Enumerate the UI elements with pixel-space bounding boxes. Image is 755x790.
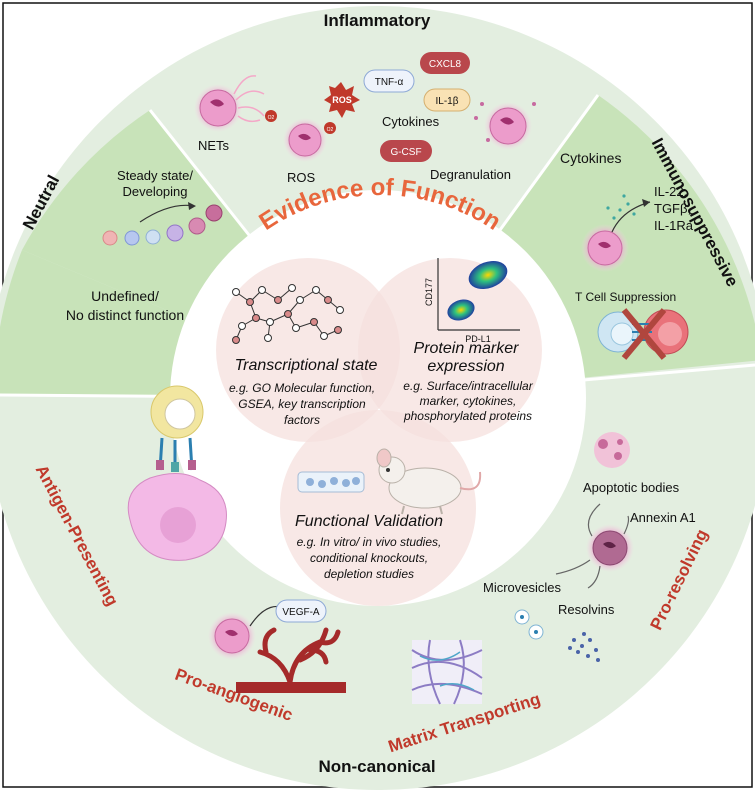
undefined-line1: Undefined/ xyxy=(91,288,159,304)
transcriptional-title: Transcriptional state xyxy=(235,357,378,374)
venn-functional xyxy=(280,410,476,606)
resolvins-illustration xyxy=(568,632,600,662)
annexin-label: Annexin A1 xyxy=(630,510,696,525)
flow-population-low xyxy=(447,299,475,321)
apoptotic-bodies-label: Apoptotic bodies xyxy=(583,480,680,495)
transcriptional-line3: factors xyxy=(284,413,320,427)
label-inflammatory: Inflammatory xyxy=(324,11,431,30)
immuno-cytokines-label: Cytokines xyxy=(560,150,621,166)
cxcl8-label: CXCL8 xyxy=(429,59,462,70)
pro-resolving-cell xyxy=(555,503,634,589)
protein-line2: marker, cytokines, xyxy=(420,394,517,408)
venn-protein xyxy=(358,258,542,442)
label-non-canonical: Non-canonical xyxy=(318,757,435,776)
o2-label-b: O2 xyxy=(327,127,334,133)
venn-diagram xyxy=(216,258,542,606)
flow-cytometry-plot xyxy=(437,258,520,331)
antigen-presenting-illustration xyxy=(127,385,227,561)
flow-population-high xyxy=(468,260,508,290)
transcriptional-line2: GSEA, key transcription xyxy=(238,397,366,411)
il1b-label: IL-1β xyxy=(436,96,459,107)
degranulation-label: Degranulation xyxy=(430,167,511,182)
nets-illustration xyxy=(194,75,265,132)
ros-label: ROS xyxy=(287,170,316,185)
steady-state-line2: Developing xyxy=(122,184,187,199)
tnf-pill xyxy=(363,69,415,93)
tnf-label: TNF-α xyxy=(375,77,404,88)
matrix-illustration xyxy=(411,639,483,705)
gcsf-pill xyxy=(380,140,432,162)
immuno-cell xyxy=(581,194,651,272)
pro-angiogenic-illustration xyxy=(208,605,346,693)
protein-line1: e.g. Surface/intracellular xyxy=(403,379,533,393)
flow-ylabel: CD177 xyxy=(424,278,434,306)
cytokines-label: Cytokines xyxy=(382,114,440,129)
t-cell-suppression-illustration xyxy=(597,308,689,360)
developing-cells xyxy=(102,204,223,246)
vegf-pill xyxy=(275,599,327,623)
cxcl8-pill xyxy=(420,52,470,74)
petri-dish-illustration xyxy=(297,471,365,493)
functional-line2: conditional knockouts, xyxy=(310,551,428,565)
il22-label: IL-22, xyxy=(654,184,687,199)
nets-label: NETs xyxy=(198,138,230,153)
gcsf-label: G-CSF xyxy=(390,147,421,158)
vegf-label: VEGF-A xyxy=(282,607,320,618)
il1b-pill xyxy=(423,88,471,112)
venn-transcriptional xyxy=(216,258,400,442)
o2-label-a: O2 xyxy=(268,115,275,121)
tgfb-label: TGFβ, xyxy=(654,201,691,216)
resolvins-label: Resolvins xyxy=(558,602,615,617)
protein-title-1: Protein marker xyxy=(414,340,520,357)
microvesicles-label: Microvesicles xyxy=(483,580,562,595)
network-nodes xyxy=(232,284,344,344)
transcriptional-line1: e.g. GO Molecular function, xyxy=(229,381,375,395)
protein-title-2: expression xyxy=(427,358,504,375)
degranulation-illustration xyxy=(474,102,536,150)
il1ra-label: IL-1Ra xyxy=(654,218,694,233)
functional-line3: depletion studies xyxy=(324,567,414,581)
development-arrowhead xyxy=(188,202,196,210)
functional-title: Functional Validation xyxy=(295,513,443,530)
steady-state-line1: Steady state/ xyxy=(117,168,193,183)
ros-burst-label: ROS xyxy=(332,95,352,105)
ros-illustration xyxy=(265,82,360,162)
microvesicle-illustration xyxy=(514,609,544,640)
apoptotic-body-illustration xyxy=(594,432,630,468)
functional-line1: e.g. In vitro/ in vivo studies, xyxy=(297,535,442,549)
flow-xlabel: PD-L1 xyxy=(465,334,491,344)
t-cell-suppression-label: T Cell Suppression xyxy=(575,290,676,304)
mouse-illustration xyxy=(376,448,482,515)
protein-line3: phosphorylated proteins xyxy=(403,409,532,423)
undefined-line2: No distinct function xyxy=(66,307,184,323)
